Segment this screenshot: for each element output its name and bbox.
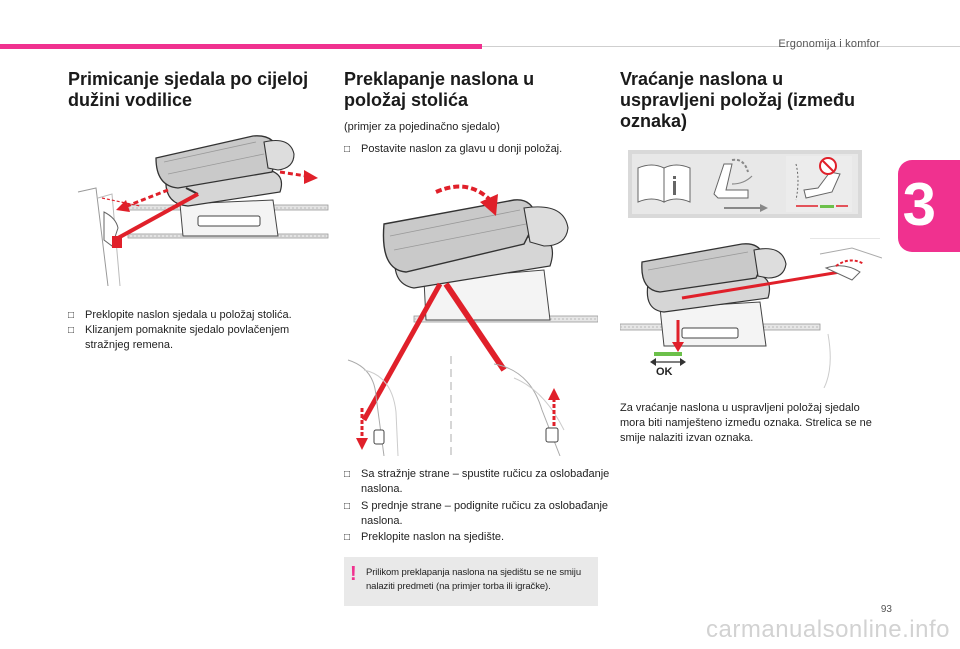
col2-bullet-2: □ S prednje strane – podignite ručicu za… xyxy=(344,499,615,529)
warning-box xyxy=(344,557,598,606)
col1-bullet-1-text: Preklopite naslon sjedala u položaj stol… xyxy=(85,309,292,321)
illustration-fold-backrest xyxy=(344,180,598,456)
no-fold-warning-icon xyxy=(786,156,852,212)
col2-intro-bullet-text: Postavite naslon za glavu u donji položa… xyxy=(361,143,563,155)
checkbox-bullet-icon: □ xyxy=(344,469,351,480)
chapter-tab xyxy=(898,160,960,252)
illustration-raise-backrest xyxy=(620,238,882,388)
ok-label: OK xyxy=(656,366,673,378)
col2-bullet-3-text: Preklopite naslon na sjedište. xyxy=(361,531,505,543)
checkbox-bullet-icon: □ xyxy=(344,144,351,155)
header-rule xyxy=(482,46,960,47)
col2-bullet-3: □ Preklopite naslon na sjedište. xyxy=(344,530,615,545)
warning-text: Prilikom preklapanja naslona na sjedištu… xyxy=(366,567,581,592)
col2-title: Preklapanje naslona u položaj stolića xyxy=(344,69,535,110)
section-label: Ergonomija i komfor xyxy=(778,38,880,50)
checkbox-bullet-icon: □ xyxy=(68,310,75,321)
col1-bullet-2-text: Klizanjem pomaknite sjedalo povlačenjem … xyxy=(85,324,290,351)
col2-intro-bullet: □ Postavite naslon za glavu u donji polo… xyxy=(344,142,615,157)
checkbox-bullet-icon: □ xyxy=(68,325,75,336)
col3-title: Vraćanje naslona u uspravljeni položaj (… xyxy=(620,69,856,131)
illustration-slide-seat xyxy=(68,128,330,286)
exclamation-icon: ! xyxy=(350,563,357,585)
col2-bullet-1: □ Sa stražnje strane – spustite ručicu z… xyxy=(344,467,615,497)
col1-bullet-2: □ Klizanjem pomaknite sjedalo povlačenje… xyxy=(68,323,335,353)
pictogram-label xyxy=(628,150,862,218)
watermark: carmanualsonline.info xyxy=(706,616,950,643)
col2-subtitle: (primjer za pojedinačno sjedalo) xyxy=(344,121,500,133)
checkbox-bullet-icon: □ xyxy=(344,501,351,512)
checkbox-bullet-icon: □ xyxy=(344,532,351,543)
col1-title: Primicanje sjedala po cijeloj dužini vod… xyxy=(68,69,309,110)
col3-body: Za vraćanje naslona u uspravljeni položa… xyxy=(620,402,872,444)
col2-bullet-1-text: Sa stražnje strane – spustite ručicu za … xyxy=(361,468,610,495)
page-number: 93 xyxy=(880,604,892,615)
header-accent-bar xyxy=(0,44,482,49)
col1-bullet-1: □ Preklopite naslon sjedala u položaj st… xyxy=(68,308,347,323)
seat-fold-icon xyxy=(713,158,768,212)
chapter-number: 3 xyxy=(902,171,936,238)
col2-bullet-2-text: S prednje strane – podignite ručicu za o… xyxy=(361,500,609,527)
manual-book-icon xyxy=(637,164,691,203)
